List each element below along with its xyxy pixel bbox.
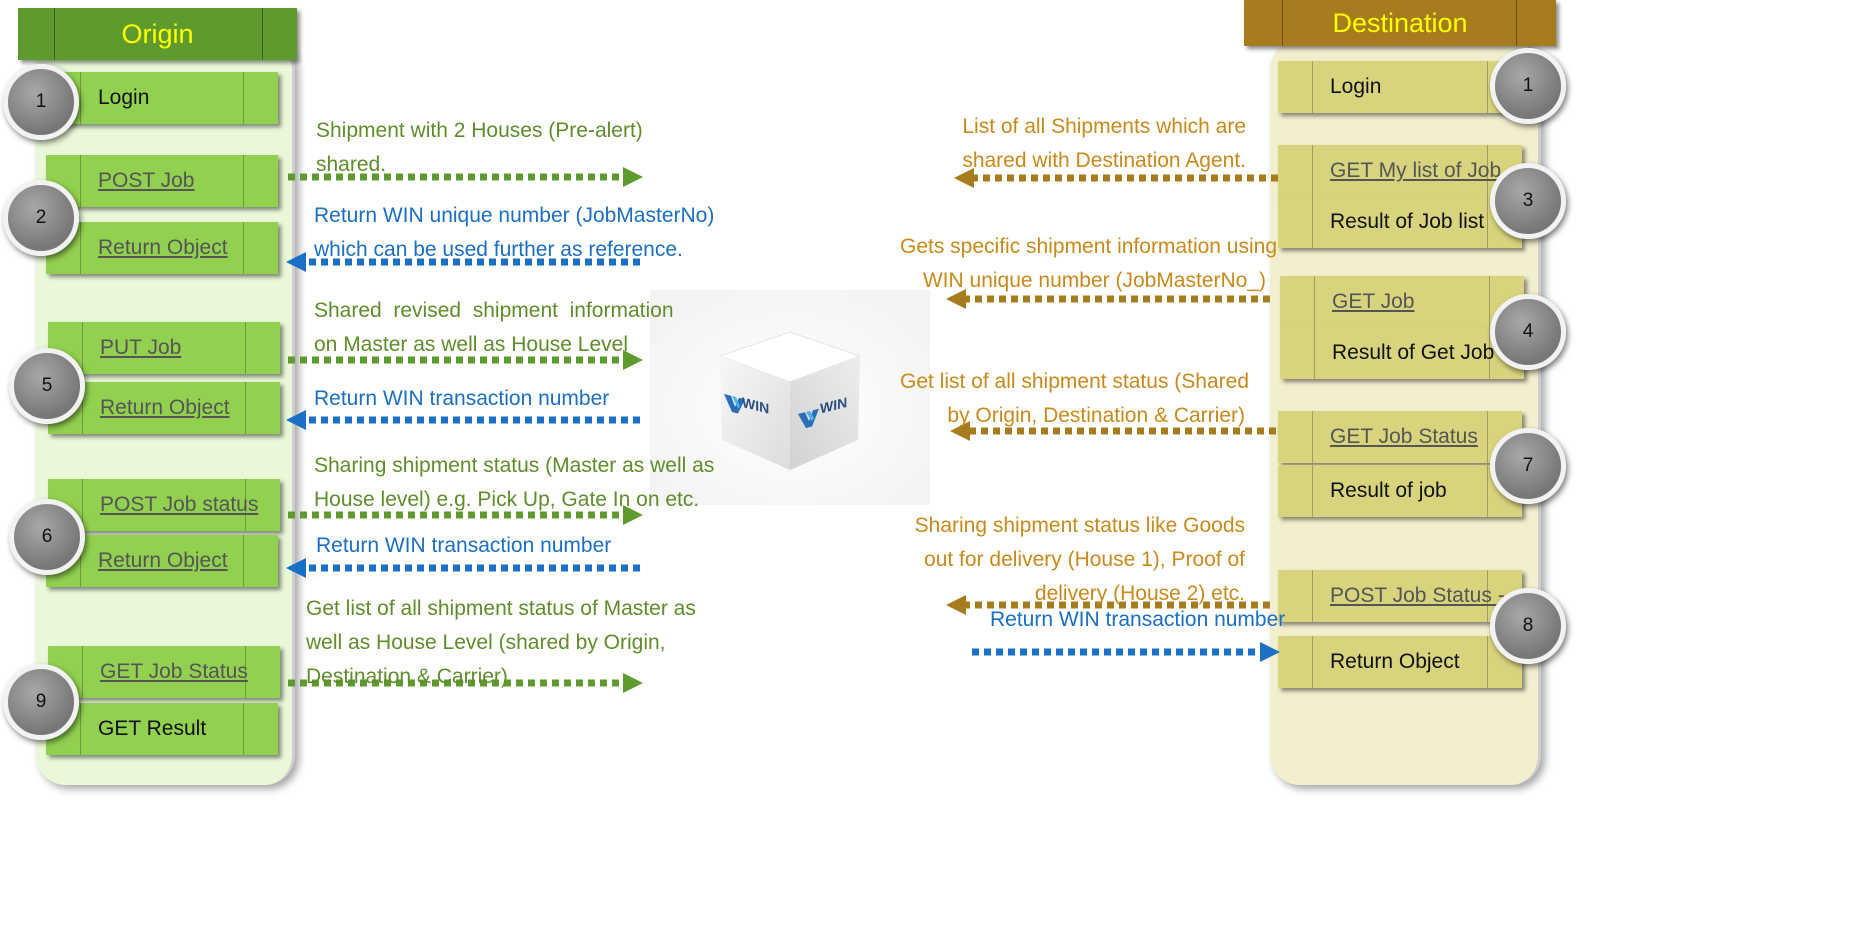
destination-step-number: 3 — [1490, 163, 1566, 239]
arrowhead — [946, 289, 966, 309]
win-logo-text-right: WIN — [820, 395, 847, 418]
origin-step-number: 1 — [3, 64, 79, 140]
origin-return-object-box[interactable]: Return Object — [46, 535, 278, 587]
note-get-status-list: Get list of all shipment status of Maste… — [306, 597, 696, 688]
note-return-transaction: Return WIN transaction number — [314, 387, 610, 410]
arrowhead — [623, 167, 643, 187]
arrowhead — [286, 558, 306, 578]
origin-return-object-box[interactable]: Return Object — [46, 222, 278, 274]
note-return-transaction: Return WIN transaction number — [990, 608, 1286, 631]
note-specific-shipment: Gets specific shipment information using… — [900, 235, 1278, 292]
origin-header: Origin — [18, 8, 297, 60]
note-prealert: Shipment with 2 Houses (Pre-alert)shared… — [316, 119, 643, 176]
win-cube-icon: WIN WIN — [650, 290, 930, 505]
destination-get-job-status-box[interactable]: GET Job Status — [1278, 411, 1522, 463]
destination-step-number: 8 — [1490, 588, 1566, 664]
note-sharing-status: Sharing shipment status (Master as well … — [314, 454, 715, 511]
arrowhead — [954, 168, 974, 188]
destination-step-number: 7 — [1490, 428, 1566, 504]
origin-get-result-box[interactable]: GET Result — [46, 703, 278, 755]
arrowhead — [623, 505, 643, 525]
arrowhead — [286, 252, 306, 272]
origin-put-job-box[interactable]: PUT Job — [48, 322, 280, 374]
arrow-heads — [286, 167, 1280, 693]
arrowhead — [286, 410, 306, 430]
origin-step-number: 5 — [9, 348, 85, 424]
destination-result-of-job-box[interactable]: Result of job — [1278, 465, 1522, 517]
origin-step-number: 2 — [3, 180, 79, 256]
origin-step-number: 9 — [3, 664, 79, 740]
arrowhead — [623, 350, 643, 370]
origin-post-job-box[interactable]: POST Job — [46, 155, 278, 207]
origin-return-object-box[interactable]: Return Object — [48, 382, 280, 434]
destination-post-job-status-box[interactable]: POST Job Status - — [1278, 570, 1522, 622]
origin-step-number: 6 — [9, 499, 85, 575]
destination-result-get-job-box[interactable]: Result of Get Job — [1280, 327, 1524, 379]
destination-header: Destination — [1244, 0, 1556, 46]
destination-return-object-box[interactable]: Return Object — [1278, 636, 1522, 688]
origin-title: Origin — [121, 18, 194, 49]
arrowhead — [623, 673, 643, 693]
win-hub: WIN WIN — [650, 290, 930, 505]
destination-get-my-list-box[interactable]: GET My list of Job — [1278, 145, 1522, 197]
arrowhead — [1260, 642, 1280, 662]
destination-step-number: 1 — [1490, 48, 1566, 124]
destination-title: Destination — [1332, 7, 1468, 38]
win-logo-text-left: WIN — [742, 395, 769, 418]
arrowhead — [946, 595, 966, 615]
destination-get-job-box[interactable]: GET Job — [1280, 276, 1524, 328]
destination-login-box[interactable]: Login — [1278, 61, 1522, 113]
note-return-unique-number: Return WIN unique number (JobMasterNo)wh… — [314, 204, 715, 261]
origin-get-job-status-box[interactable]: GET Job Status — [48, 646, 280, 698]
destination-step-number: 4 — [1490, 294, 1566, 370]
note-return-transaction: Return WIN transaction number — [316, 534, 612, 557]
origin-login-box[interactable]: Login — [46, 72, 278, 124]
destination-result-job-list-box[interactable]: Result of Job list — [1278, 196, 1522, 248]
arrowhead — [950, 421, 970, 441]
origin-post-job-status-box[interactable]: POST Job status — [48, 479, 280, 531]
